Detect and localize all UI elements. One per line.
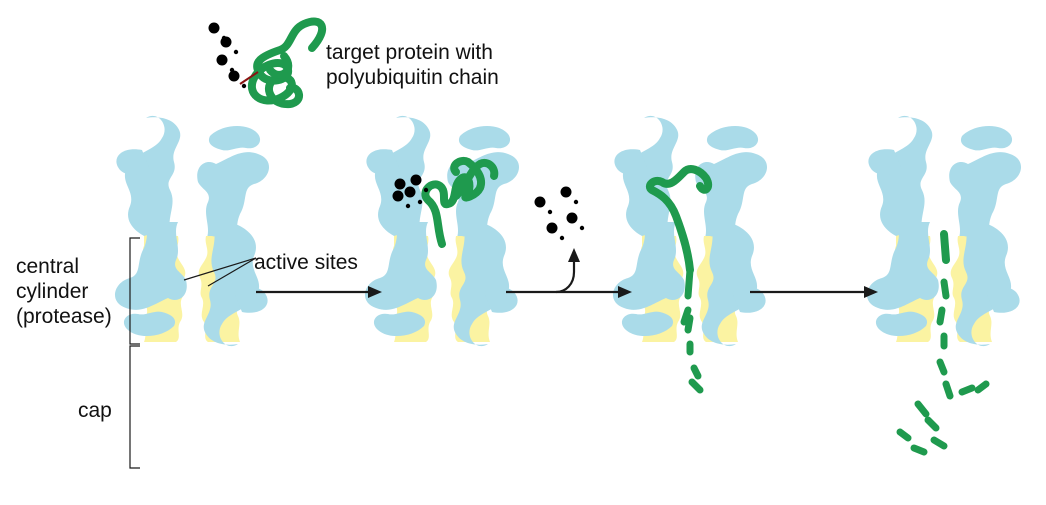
central-cylinder-label-line3: (protease) xyxy=(16,305,112,328)
upper-cap xyxy=(116,115,270,240)
peptide-fragments-icon xyxy=(896,230,990,456)
released-ubiquitin-icon xyxy=(534,186,585,241)
central-cylinder-label: central cylinder (protease) xyxy=(16,254,112,329)
target-protein-icon xyxy=(248,17,327,109)
central-cylinder-label-line2: cylinder xyxy=(16,280,89,303)
target-protein-label-line2: polyubiquitin chain xyxy=(326,66,499,89)
target-protein-label: target protein with polyubiquitin chain xyxy=(326,40,499,90)
stage-1-proteasome xyxy=(115,115,270,346)
active-sites-callout-lines xyxy=(183,257,257,287)
active-sites-label: active sites xyxy=(254,251,358,274)
target-protein-label-line1: target protein with xyxy=(326,41,493,64)
upper-cap xyxy=(868,115,1022,240)
arrow-right-icon xyxy=(750,286,878,298)
ubiquitin-chain-icon xyxy=(208,22,259,89)
bound-target-protein-icon xyxy=(392,157,499,248)
central-cylinder-label-line1: central xyxy=(16,255,80,278)
lower-cap xyxy=(115,222,268,346)
cap-bracket xyxy=(129,345,140,469)
arrow-release-icon xyxy=(506,248,632,298)
arrow-right-icon xyxy=(256,286,382,298)
cap-label: cap xyxy=(78,399,112,422)
cylinder-bracket xyxy=(129,237,140,345)
upper-cap xyxy=(614,115,768,240)
threaded-protein-icon xyxy=(646,165,713,394)
